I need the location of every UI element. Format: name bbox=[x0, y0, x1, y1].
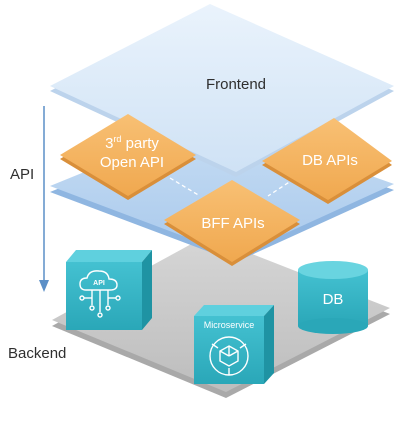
api-direction-arrow bbox=[39, 106, 49, 292]
tile-3rd-party-line2: Open API bbox=[100, 154, 164, 171]
db-cylinder: DB bbox=[298, 261, 368, 334]
microservice-icon bbox=[209, 336, 249, 376]
api-cube-icon-text: API bbox=[93, 280, 105, 287]
tile-3rd-party-line1: 3rd party bbox=[105, 134, 159, 152]
tile-3rd-party-open-api bbox=[60, 114, 196, 200]
frontend-label: Frontend bbox=[206, 76, 266, 93]
microservice-label: Microservice bbox=[204, 320, 255, 330]
connector-3rdparty-bff bbox=[169, 177, 201, 197]
tile-bff-apis-label: BFF APIs bbox=[201, 215, 264, 232]
api-layer-label: API bbox=[10, 166, 34, 183]
connector-db-bff bbox=[267, 174, 301, 197]
cloud-api-icon bbox=[79, 270, 121, 318]
backend-layer-label: Backend bbox=[8, 345, 66, 362]
api-cube: API bbox=[66, 250, 152, 330]
tile-db-apis-label: DB APIs bbox=[302, 152, 358, 169]
tile-bff-apis bbox=[164, 180, 300, 266]
tile-db-apis bbox=[262, 118, 392, 204]
api-tiles: 3rd party Open API DB APIs BFF APIs bbox=[60, 114, 392, 266]
db-label: DB bbox=[323, 291, 344, 308]
microservice-cube: Microservice bbox=[194, 305, 274, 384]
